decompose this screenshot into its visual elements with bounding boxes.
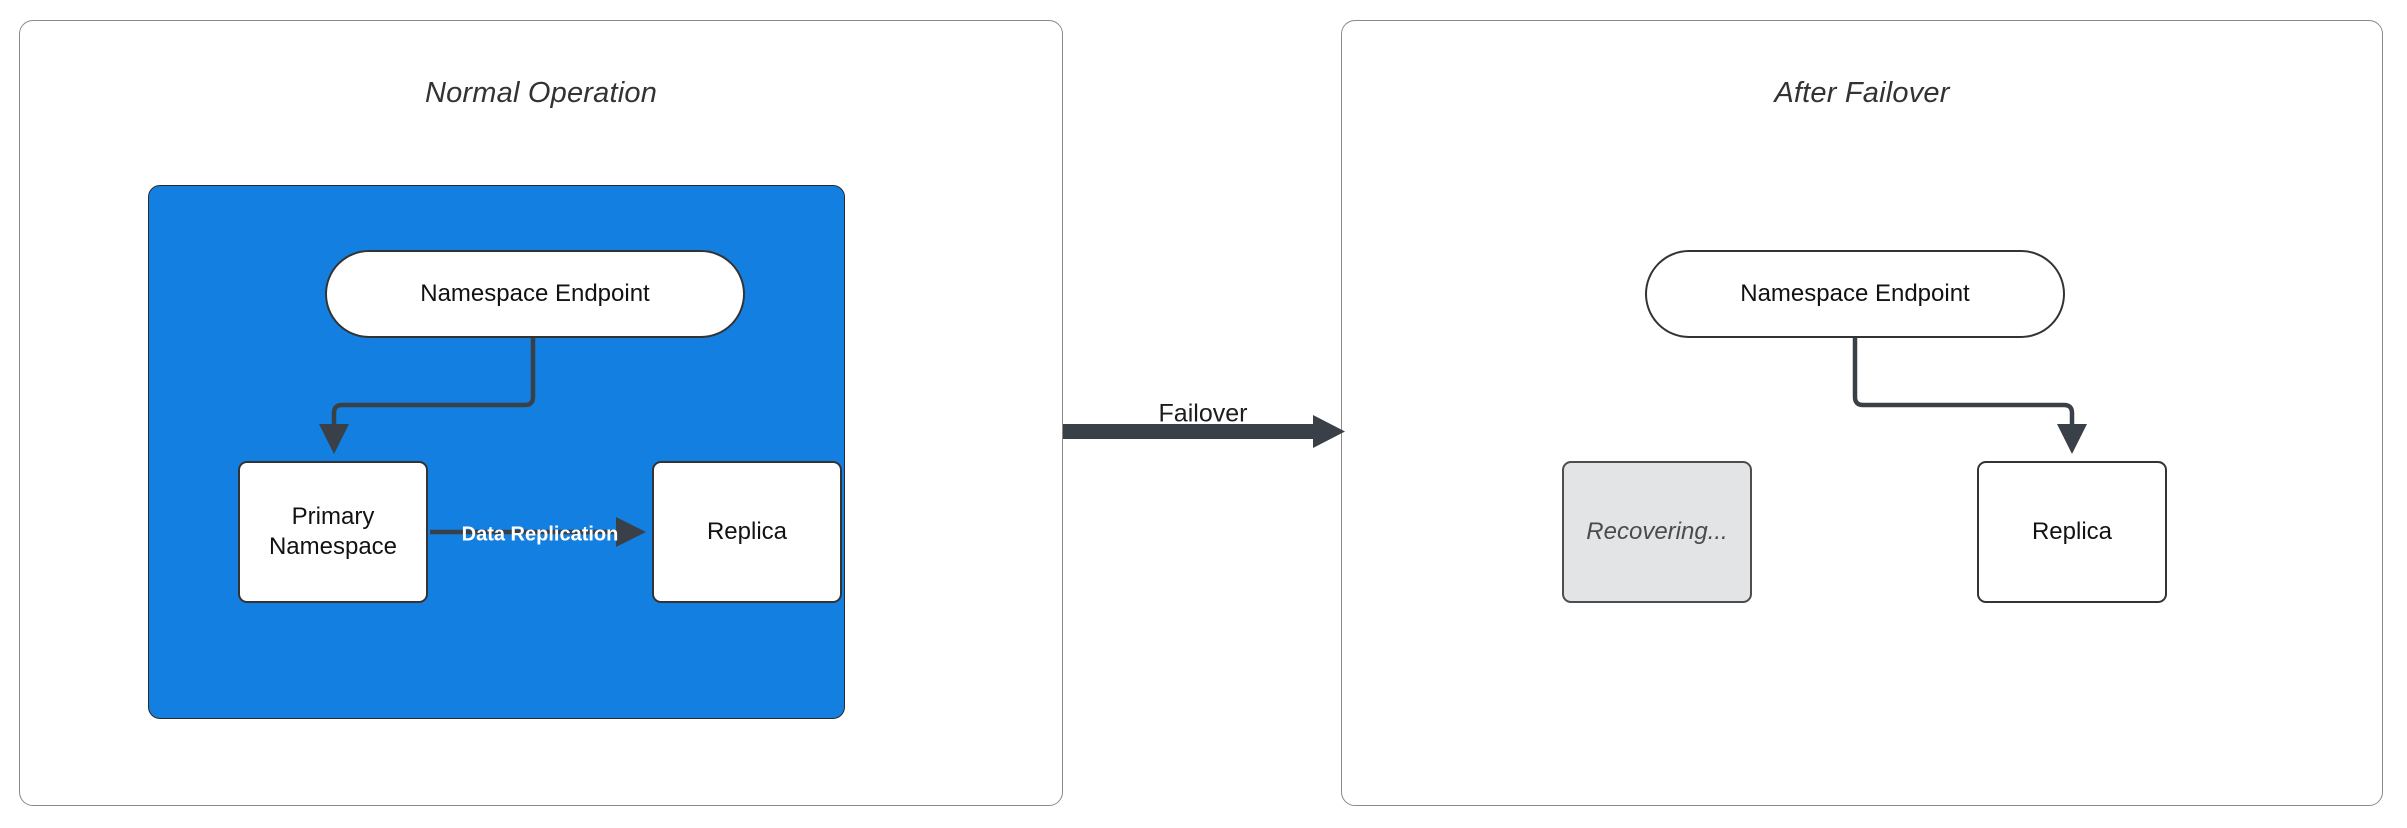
edge-label-failover: Failover bbox=[1158, 399, 1248, 428]
edge-label-data-replication: Data Replication bbox=[461, 523, 619, 546]
node-primary-namespace[interactable]: Primary Namespace bbox=[238, 461, 428, 603]
node-replica-left[interactable]: Replica bbox=[652, 461, 842, 603]
node-label: Namespace Endpoint bbox=[1740, 280, 1970, 307]
node-label-line-2: Namespace bbox=[268, 533, 398, 560]
node-namespace-endpoint-right[interactable]: Namespace Endpoint bbox=[1645, 250, 2065, 338]
node-namespace-endpoint-left[interactable]: Namespace Endpoint bbox=[325, 250, 745, 338]
panel-after-failover-title: After Failover bbox=[1774, 77, 1950, 109]
panel-normal-operation-title: Normal Operation bbox=[424, 77, 658, 109]
node-label: Namespace Endpoint bbox=[420, 280, 650, 307]
node-label: Replica bbox=[2031, 518, 2113, 545]
node-label: Primary Namespace bbox=[269, 502, 397, 562]
panel-normal-operation: Normal Operation bbox=[19, 20, 1063, 806]
node-label: Replica bbox=[706, 518, 788, 545]
node-recovering[interactable]: Recovering... bbox=[1562, 461, 1752, 603]
node-replica-right[interactable]: Replica bbox=[1977, 461, 2167, 603]
node-label-line-1: Primary bbox=[291, 503, 375, 530]
node-label: Recovering... bbox=[1586, 518, 1728, 545]
panel-after-failover: After Failover bbox=[1341, 20, 2383, 806]
